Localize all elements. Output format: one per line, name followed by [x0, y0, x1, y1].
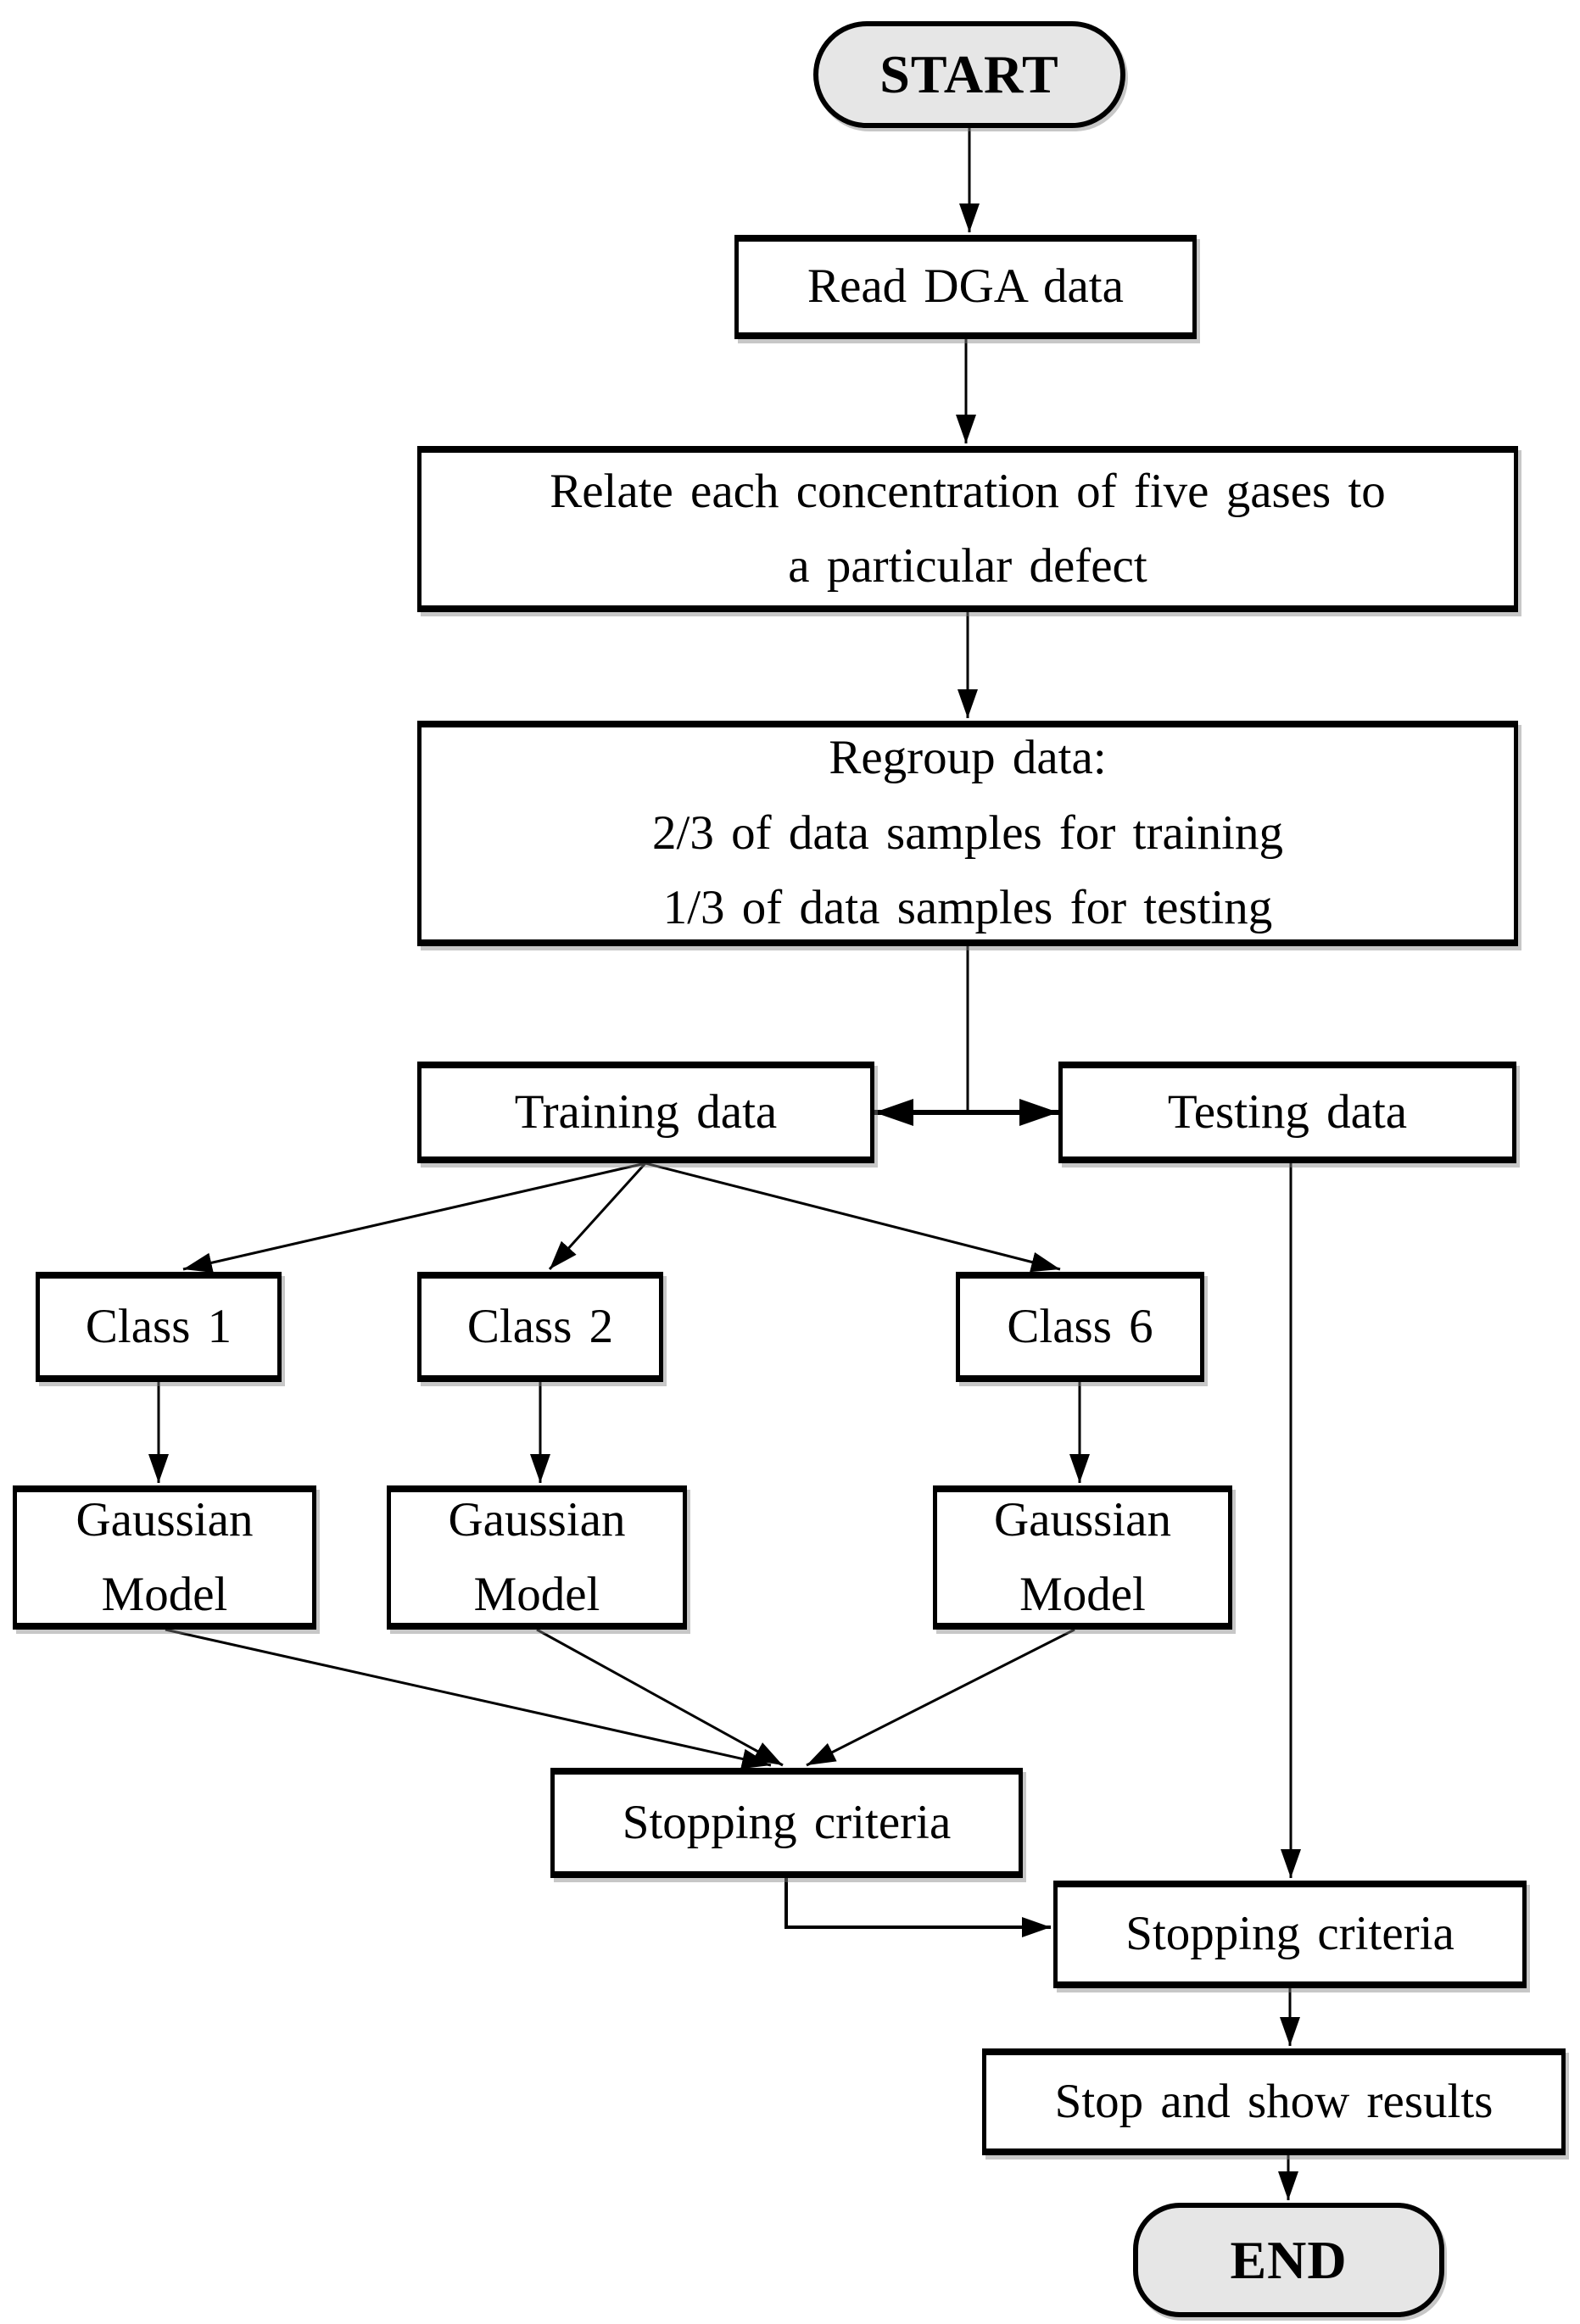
testing-data-box: Testing data — [1058, 1062, 1516, 1163]
gaussian-2-line-2: Model — [473, 1568, 600, 1621]
start-label: START — [879, 44, 1059, 105]
class-1-box: Class 1 — [36, 1272, 282, 1382]
class-6-box: Class 6 — [956, 1272, 1204, 1382]
training-data-label: Training data — [514, 1084, 778, 1139]
class-6-label: Class 6 — [1007, 1299, 1153, 1353]
regroup-line-1: Regroup data: — [829, 731, 1107, 785]
start-terminal: START — [813, 21, 1125, 128]
gaussian-1-line-2: Model — [101, 1568, 228, 1621]
gaussian-model-1-box: Gaussian Model — [13, 1485, 316, 1630]
read-dga-label: Read DGA data — [807, 259, 1124, 314]
arrow-training-to-class1 — [182, 1162, 646, 1273]
stop-show-results-box: Stop and show results — [982, 2048, 1566, 2155]
regroup-line-3: 1/3 of data samples for testing — [662, 881, 1273, 935]
stopping-criteria-2-label: Stopping criteria — [1125, 1907, 1454, 1961]
gaussian-2-line-1: Gaussian — [448, 1492, 626, 1547]
arrow-gaussian6-to-stopping1 — [806, 1628, 1075, 1767]
end-label: END — [1230, 2229, 1348, 2290]
stopping-criteria-1-label: Stopping criteria — [622, 1795, 952, 1849]
regroup-box: Regroup data: 2/3 of data samples for tr… — [417, 721, 1518, 946]
stopping-criteria-1-box: Stopping criteria — [550, 1768, 1023, 1878]
class-2-box: Class 2 — [417, 1272, 663, 1382]
arrow-training-to-class6 — [645, 1162, 1061, 1273]
relate-line-1: Relate each concentration of five gases … — [550, 464, 1386, 518]
testing-data-label: Testing data — [1167, 1084, 1408, 1139]
gaussian-model-2-box: Gaussian Model — [387, 1485, 687, 1630]
arrow-training-to-class2 — [548, 1162, 647, 1271]
stopping-criteria-2-box: Stopping criteria — [1053, 1881, 1527, 1988]
arrow-stopping1-to-stopping2 — [784, 1878, 1051, 1937]
relate-box: Relate each concentration of five gases … — [417, 446, 1518, 612]
class-2-label: Class 2 — [466, 1299, 614, 1353]
gaussian-model-6-box: Gaussian Model — [933, 1485, 1232, 1630]
training-data-box: Training data — [417, 1062, 874, 1163]
gaussian-6-line-1: Gaussian — [994, 1492, 1171, 1547]
arrow-gaussian2-to-stopping1 — [536, 1628, 784, 1767]
end-terminal: END — [1133, 2203, 1444, 2317]
gaussian-6-line-2: Model — [1019, 1568, 1146, 1621]
class-1-label: Class 1 — [85, 1299, 232, 1353]
relate-line-2: a particular defect — [788, 539, 1147, 593]
gaussian-1-line-1: Gaussian — [75, 1492, 254, 1547]
read-dga-box: Read DGA data — [734, 235, 1197, 339]
stop-show-results-label: Stop and show results — [1054, 2074, 1493, 2128]
arrow-gaussian1-to-stopping1 — [165, 1628, 772, 1769]
regroup-line-2: 2/3 of data samples for training — [652, 805, 1283, 860]
